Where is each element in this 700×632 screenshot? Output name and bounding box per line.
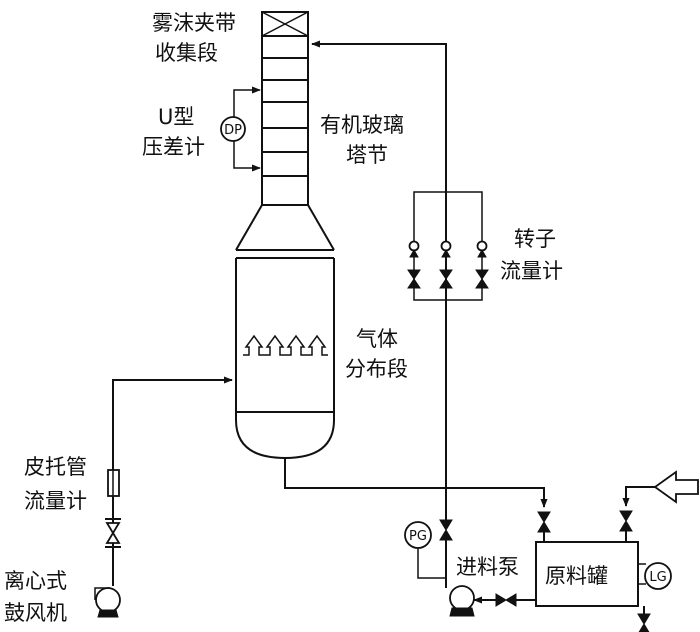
feed-inlet	[619, 470, 699, 542]
pitot-label-line2: 流量计	[24, 489, 87, 513]
labels: 雾沫夹带 收集段 U型 压差计 有机玻璃 塔节 转子 流量计 气体 分布段 皮托…	[4, 11, 608, 625]
drain-valve-icon	[537, 511, 551, 533]
plexiglass-tower	[261, 36, 309, 206]
gas-dist-label-line2: 分布段	[345, 357, 408, 381]
plexiglass-label-line1: 有机玻璃	[320, 113, 404, 137]
feed-pump-icon	[449, 585, 475, 617]
u-manometer: DP	[220, 86, 261, 172]
mist-section-label-line2: 收集段	[155, 41, 218, 65]
mist-section-label-line1: 雾沫夹带	[152, 11, 236, 35]
liquid-return-line	[311, 40, 447, 478]
raw-material-tank	[535, 541, 639, 607]
u-manometer-label-line1: U型	[158, 105, 194, 129]
plexiglass-label-line2: 塔节	[346, 143, 388, 167]
blower-icon	[94, 587, 121, 618]
cone-transition	[235, 204, 335, 259]
lg-gauge-label: LG	[649, 570, 666, 585]
gas-distribution-vessel	[235, 258, 335, 460]
rotameter-1	[407, 240, 421, 289]
blower-label-line2: 鼓风机	[4, 601, 67, 625]
lg-gauge-icon	[644, 562, 672, 590]
dp-gauge-label: DP	[224, 123, 242, 138]
pitot-label-line1: 皮托管	[24, 455, 87, 479]
feed-inlet-valve-icon	[619, 510, 633, 532]
gas-distributor-caps	[243, 334, 328, 356]
level-gauge: LG	[638, 562, 672, 590]
pump-discharge-valve-icon	[439, 519, 453, 541]
rotameter-label-line2: 流量计	[500, 259, 563, 283]
u-manometer-label-line2: 压差计	[142, 135, 205, 159]
rotameter-3	[475, 240, 489, 289]
air-inlet-line	[105, 376, 233, 586]
pg-gauge-label: PG	[409, 529, 427, 544]
gas-dist-label-line1: 气体	[356, 327, 398, 351]
feed-inlet-arrow-icon	[653, 470, 699, 504]
pump-suction-valve-icon	[495, 593, 517, 607]
tank-drain-valve-icon	[637, 613, 651, 632]
check-valve-icon	[105, 518, 121, 548]
rotameter-bank	[407, 191, 489, 301]
mist-collection-section	[261, 11, 309, 59]
blower-label-line1: 离心式	[4, 569, 67, 593]
feed-pump-label: 进料泵	[456, 555, 519, 579]
rotameter-2	[439, 240, 453, 289]
pg-gauge-icon	[404, 521, 432, 549]
rotameter-label-line1: 转子	[514, 227, 556, 251]
bottom-drain-line	[284, 458, 551, 542]
feed-pump-circuit: PG	[404, 478, 536, 617]
dp-gauge-icon	[220, 116, 246, 142]
raw-tank-label: 原料罐	[545, 564, 608, 588]
tank-drain	[637, 606, 651, 632]
